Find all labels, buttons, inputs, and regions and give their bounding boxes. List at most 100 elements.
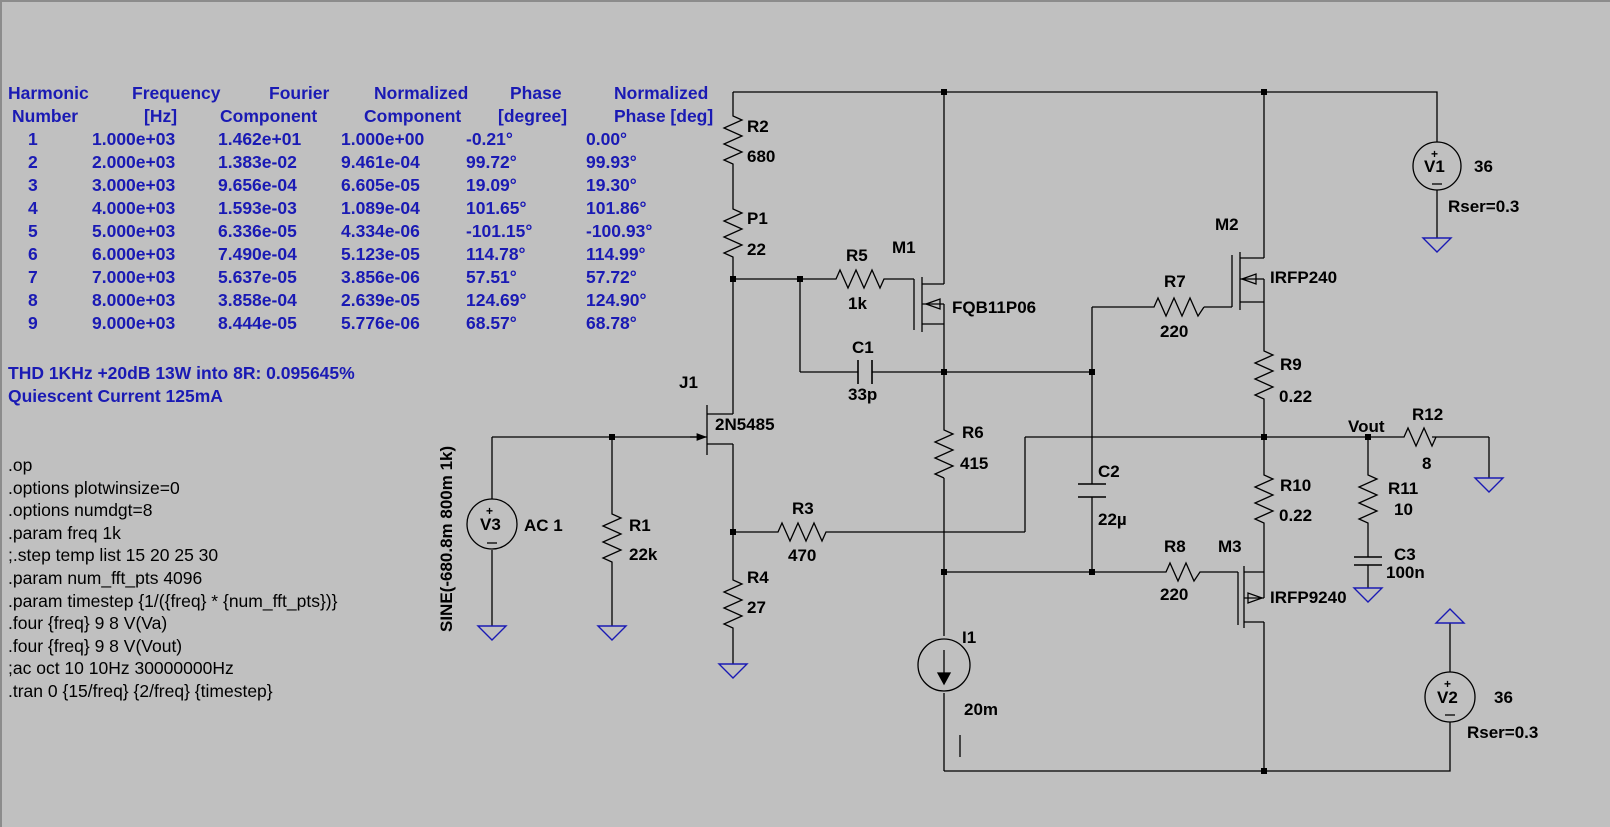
- svg-text:+: +: [1431, 147, 1438, 161]
- label-i1-value: 20m: [964, 700, 998, 719]
- fourier-cell: -101.15°: [466, 221, 533, 241]
- label-r5-value: 1k: [848, 294, 867, 313]
- label-r8-value: 220: [1160, 585, 1188, 604]
- header-fourier: Fourier: [269, 83, 330, 103]
- directive[interactable]: .param num_fft_pts 4096: [8, 567, 203, 588]
- header-frequency: Frequency: [132, 83, 221, 103]
- label-r9-value: 0.22: [1279, 387, 1312, 406]
- label-v3-ref: V3: [480, 515, 501, 534]
- directive[interactable]: ;.step temp list 15 20 25 30: [8, 545, 219, 566]
- resistor-r8: [1162, 561, 1204, 583]
- header-normalized-phase: Normalized: [614, 83, 709, 103]
- fourier-cell: 124.90°: [586, 290, 647, 310]
- fourier-cell: 3.856e-06: [341, 267, 420, 287]
- label-r12-value: 8: [1422, 454, 1431, 473]
- fourier-cell: 99.93°: [586, 152, 637, 172]
- label-v3-value: AC 1: [524, 516, 563, 535]
- fourier-cell: -100.93°: [586, 221, 653, 241]
- fourier-cell: 57.72°: [586, 267, 637, 287]
- source-i1: [917, 638, 971, 692]
- fourier-cell: 1.000e+03: [92, 129, 176, 149]
- directive[interactable]: .options numdgt=8: [8, 500, 153, 521]
- label-v2-value: 36: [1494, 688, 1513, 707]
- fourier-cell: 6: [28, 244, 38, 264]
- fourier-cell: 0.00°: [586, 129, 628, 149]
- label-c1-value: 33p: [848, 385, 877, 404]
- header-component-2: Component: [364, 106, 462, 126]
- label-r6-ref: R6: [962, 423, 984, 442]
- label-r10-ref: R10: [1280, 476, 1311, 495]
- fourier-cell: 101.65°: [466, 198, 527, 218]
- resistor-r1: [601, 506, 623, 570]
- label-vout: Vout: [1348, 417, 1385, 436]
- label-i1-ref: I1: [962, 628, 976, 647]
- directive[interactable]: ;ac oct 10 10Hz 30000000Hz: [8, 658, 234, 679]
- directive[interactable]: .four {freq} 9 8 V(Vout): [8, 635, 183, 656]
- sources: + + +: [466, 141, 1476, 723]
- header-normalized: Normalized: [374, 83, 469, 103]
- fourier-cell: 8.000e+03: [92, 290, 176, 310]
- fourier-cell: 7.000e+03: [92, 267, 176, 287]
- resistor-r7: [1146, 296, 1205, 318]
- fourier-cell: 1.462e+01: [218, 129, 302, 149]
- label-r11-value: 10: [1394, 500, 1413, 519]
- label-r11-ref: R11: [1388, 479, 1418, 498]
- fourier-cell: 7.490e-04: [218, 244, 297, 264]
- fourier-cell: 8.444e-05: [218, 313, 297, 333]
- label-v3-source: SINE(-680.8m 800m 1k): [437, 446, 456, 632]
- resistor-r10: [1253, 467, 1275, 530]
- ground-icon: [1473, 477, 1505, 493]
- fourier-cell: 1.089e-04: [341, 198, 420, 218]
- label-v1-rser: Rser=0.3: [1448, 197, 1519, 216]
- label-m1-ref: M1: [892, 238, 916, 257]
- wires: [491, 91, 1490, 772]
- fourier-cell: 19.30°: [586, 175, 637, 195]
- fourier-cell: 1.383e-02: [218, 152, 297, 172]
- fourier-cell: 5: [28, 221, 38, 241]
- directive[interactable]: .op: [8, 455, 33, 475]
- label-v2-rser: Rser=0.3: [1467, 723, 1538, 742]
- ground-icon: [596, 625, 628, 641]
- header-hz: [Hz]: [144, 106, 178, 126]
- fourier-cell: 7: [28, 267, 38, 287]
- label-r4-value: 27: [747, 598, 766, 617]
- label-m2-ref: M2: [1215, 215, 1239, 234]
- mosfet-m3: [1237, 564, 1265, 628]
- fourier-cell: 3.000e+03: [92, 175, 176, 195]
- resistor-r3: [770, 521, 832, 543]
- directive[interactable]: .four {freq} 9 8 V(Va): [8, 613, 168, 634]
- fourier-cell: 101.86°: [586, 198, 647, 218]
- fourier-cell: 68.78°: [586, 313, 637, 333]
- fourier-cell: 6.000e+03: [92, 244, 176, 264]
- label-m3-ref: M3: [1218, 537, 1242, 556]
- label-r3-value: 470: [788, 546, 816, 565]
- directive[interactable]: .options plotwinsize=0: [8, 477, 180, 498]
- label-r8-ref: R8: [1164, 537, 1186, 556]
- label-v2-ref: V2: [1437, 688, 1458, 707]
- label-r1-ref: R1: [629, 516, 651, 535]
- fourier-cell: 5.776e-06: [341, 313, 420, 333]
- label-c2-ref: C2: [1098, 462, 1120, 481]
- directive[interactable]: .param timestep {1/({freq} * {num_fft_pt…: [8, 590, 338, 611]
- header-phase-deg: Phase [deg]: [614, 106, 714, 126]
- thd-notes: THD 1KHz +20dB 13W into 8R: 0.095645% Qu…: [8, 362, 355, 408]
- fourier-cell: 124.69°: [466, 290, 527, 310]
- header-component: Component: [220, 106, 318, 126]
- fourier-cell: 5.123e-05: [341, 244, 420, 264]
- label-r4-ref: R4: [747, 568, 769, 587]
- fourier-cell: 3.858e-04: [218, 290, 297, 310]
- fourier-cell: 8: [28, 290, 38, 310]
- directive[interactable]: .tran 0 {15/freq} {2/freq} {timestep}: [8, 680, 273, 701]
- source-v3: [466, 498, 518, 550]
- fourier-cell: 114.78°: [466, 244, 526, 264]
- svg-text:+: +: [486, 504, 493, 518]
- label-r10-value: 0.22: [1279, 506, 1312, 525]
- spice-directives[interactable]: .op .options plotwinsize=0 .options numd…: [8, 454, 337, 703]
- fourier-cell: 5.000e+03: [92, 221, 176, 241]
- ground-icon: [1421, 237, 1453, 253]
- directive[interactable]: .param freq 1k: [8, 522, 121, 543]
- grounds: [476, 237, 1505, 679]
- label-p1-ref: P1: [747, 209, 768, 228]
